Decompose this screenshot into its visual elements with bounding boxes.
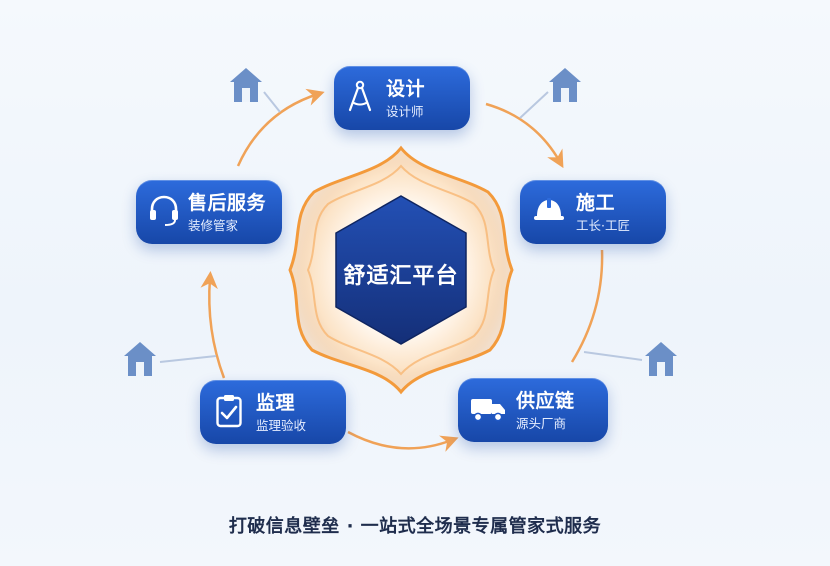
arrow-design-to-construction <box>485 102 564 169</box>
node-construction[interactable]: 施工 工长·工匠 <box>520 180 666 244</box>
center-hexagon <box>335 195 467 345</box>
node-design-subtitle: 设计师 <box>386 104 424 119</box>
arrow-supervision-to-supply <box>347 430 459 452</box>
node-aftersales-title: 售后服务 <box>188 192 267 214</box>
headset-icon <box>150 195 178 226</box>
node-supervision-subtitle: 监理验收 <box>256 418 307 433</box>
node-construction-title: 施工 <box>576 192 616 214</box>
node-supply-chain-title: 供应链 <box>516 390 575 412</box>
arrow-aftersales-to-design <box>236 88 325 167</box>
truck-icon <box>471 399 505 422</box>
node-aftersales-subtitle: 装修管家 <box>188 218 239 233</box>
center-glow-inner <box>306 164 496 376</box>
house-connector-left <box>159 355 217 363</box>
node-design-title: 设计 <box>386 78 426 100</box>
tagline: 打破信息壁垒 · 一站式全场景专属管家式服务 <box>228 516 602 537</box>
arrow-supervision-to-aftersales <box>200 271 226 379</box>
node-construction-subtitle: 工长·工匠 <box>576 218 630 233</box>
node-supervision[interactable]: 监理 监理验收 <box>200 380 346 444</box>
node-aftersales[interactable]: 售后服务 装修管家 <box>136 180 282 244</box>
compass-icon <box>348 80 372 112</box>
node-supervision-title: 监理 <box>256 392 296 414</box>
center-platform-title: 舒适汇平台 <box>343 264 459 289</box>
house-connector-right <box>583 351 643 361</box>
house-icon <box>124 342 156 376</box>
house-icon <box>549 68 581 102</box>
node-supply-chain[interactable]: 供应链 源头厂商 <box>458 378 608 442</box>
house-icon <box>230 68 262 102</box>
arrow-construction-to-supply <box>570 249 604 363</box>
node-supply-chain-subtitle: 源头厂商 <box>516 416 567 431</box>
clipboard-check-icon <box>216 395 242 428</box>
house-connector-top-right <box>519 91 549 119</box>
node-design[interactable]: 设计 设计师 <box>334 66 470 130</box>
hard-hat-icon <box>534 198 564 220</box>
house-connector-top-left <box>263 91 281 113</box>
house-icon <box>645 342 677 376</box>
